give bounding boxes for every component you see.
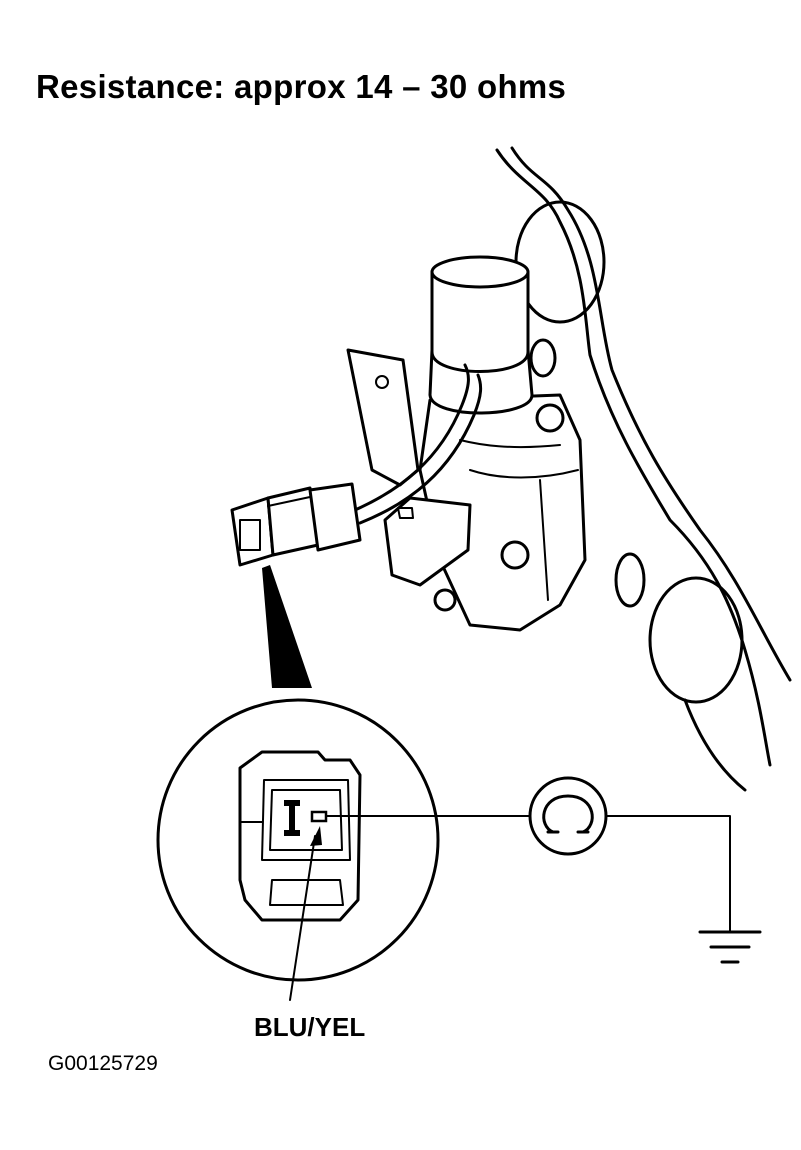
mounting-bolt-icon — [500, 540, 530, 570]
mounting-bolt-icon — [433, 588, 457, 612]
terminal-1-icon — [284, 800, 300, 836]
bracket-bolt-icon — [375, 375, 389, 389]
connector-magnified-view — [156, 698, 440, 982]
harness-connector — [230, 482, 362, 567]
resistance-spec-title: Resistance: approx 14 – 30 ohms — [36, 68, 567, 105]
callout-pointer — [262, 565, 312, 688]
mounting-bolt-icon — [535, 403, 565, 433]
figure-id: G00125729 — [48, 1052, 158, 1075]
ohmmeter-icon — [528, 776, 608, 856]
solenoid-valve — [346, 255, 587, 632]
wire-color-arrow — [289, 826, 322, 1001]
wire-color-label: BLU/YEL — [254, 1012, 366, 1042]
ground-icon — [698, 930, 762, 964]
meter-lead-ground — [605, 815, 731, 933]
wire-harness — [353, 363, 483, 525]
terminal-2-icon — [310, 810, 328, 823]
